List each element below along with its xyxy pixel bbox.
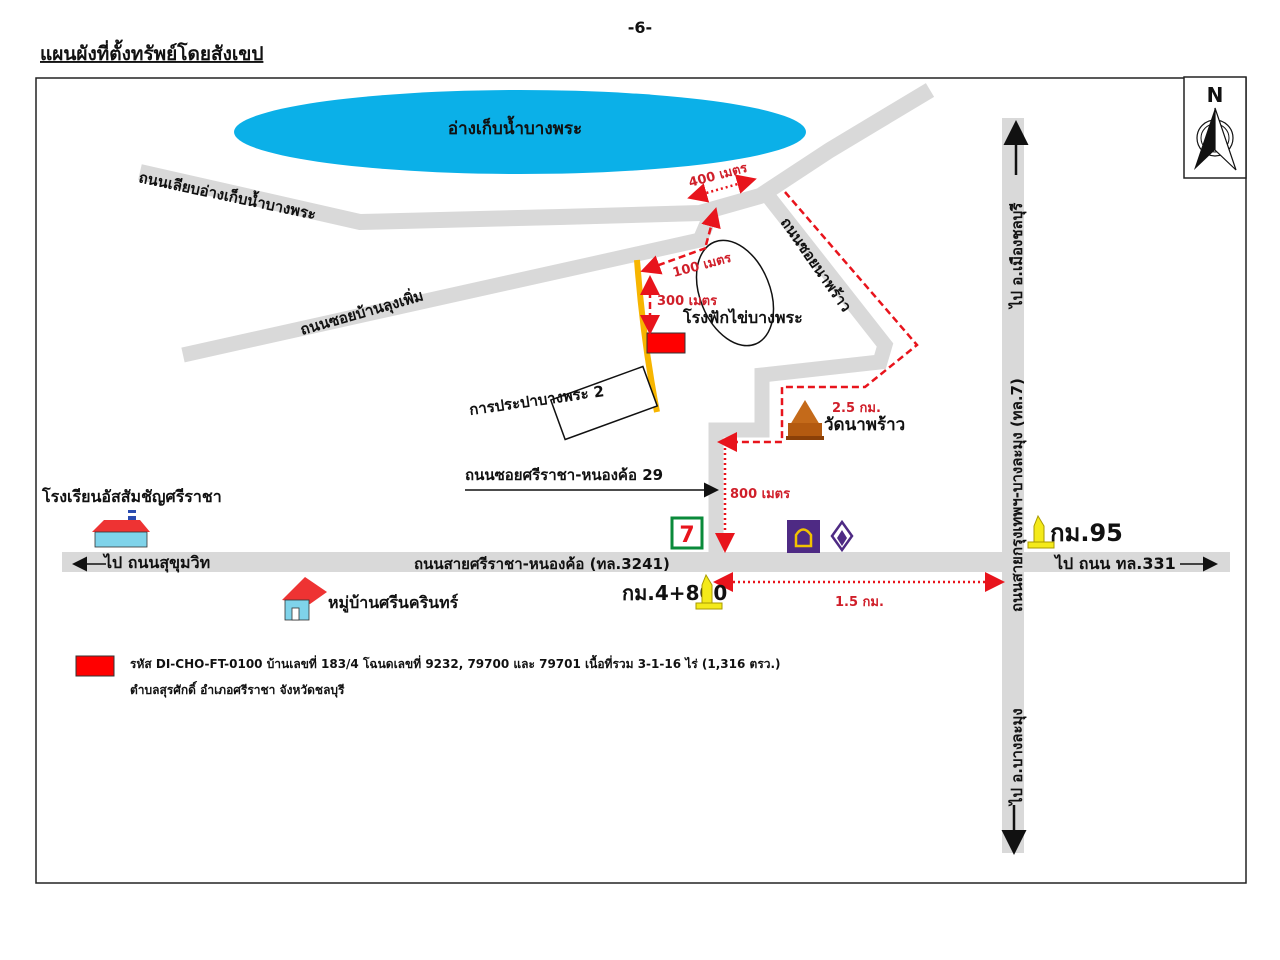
compass: N <box>1183 76 1247 179</box>
highway-7-label: ถนนสายกรุงเทพฯ-บางละมุง (ทล.7) <box>1008 378 1027 612</box>
milestone-icon <box>695 573 723 610</box>
road-na-phrao <box>708 191 894 560</box>
km-95-label: กม.95 <box>1050 519 1123 547</box>
hatchery-label: โรงฟักไข่บางพระ <box>682 307 803 327</box>
dist-300: 300 เมตร <box>657 294 717 309</box>
soi29-label: ถนนซอยศรีราชา-หนองค้อ 29 <box>465 466 663 484</box>
svg-text:N: N <box>1207 83 1224 107</box>
dist-2-5: 2.5 กม. <box>832 401 881 416</box>
route-400 <box>687 174 757 203</box>
north-arrow-icon <box>1194 107 1237 171</box>
map-frame <box>35 77 1247 884</box>
hatchery-outline <box>695 239 775 347</box>
to-sukhumvit-label: ไป ถนนสุขุมวิท <box>102 553 210 573</box>
bank-icon-ktb <box>830 519 854 553</box>
route-100 <box>701 207 721 246</box>
house-icon <box>282 577 327 621</box>
to-banglamung-label: ไป อ.บางละมุง <box>1007 708 1027 807</box>
to-331-label: ไป ถนน ทล.331 <box>1053 554 1176 573</box>
main-road-label: ถนนสายศรีราชา-หนองค้อ (ทล.3241) <box>414 555 670 573</box>
school-icon <box>92 510 150 548</box>
road-lake-side <box>138 83 935 231</box>
seven-eleven-icon: 7 <box>670 516 704 550</box>
lake-label: อ่างเก็บน้ำบางพระ <box>448 115 582 139</box>
route-na-phrao <box>717 191 919 452</box>
school-label: โรงเรียนอัสสัมชัญศรีราชา <box>41 486 222 507</box>
page-number: -6- <box>628 18 652 37</box>
legend-line-2: ตำบลสุรศักดิ์ อำเภอศรีราชา จังหวัดชลบุรี <box>130 681 345 698</box>
svg-text:7: 7 <box>679 523 694 548</box>
temple-icon <box>786 400 824 440</box>
dist-800: 800 เมตร <box>730 487 790 502</box>
dist-400: 400 เมตร <box>687 161 749 191</box>
milestone-icon <box>1027 514 1055 549</box>
village-label: หมู่บ้านศรีนครินทร์ <box>328 593 459 614</box>
legend-swatch <box>75 655 115 677</box>
road-lung-perm <box>181 209 719 363</box>
to-chonburi-label: ไป อ.เมืองชลบุรี <box>1007 202 1027 310</box>
dist-1-5: 1.5 กม. <box>835 595 884 610</box>
dist-100: 100 เมตร <box>671 251 733 281</box>
page-title: แผนผังที่ตั้งทรัพย์โดยสังเขป <box>40 39 263 65</box>
lake <box>234 90 806 174</box>
property-marker <box>646 332 686 354</box>
waterworks-box <box>549 365 659 441</box>
legend-line-1: รหัส DI-CHO-FT-0100 บ้านเลขที่ 183/4 โฉน… <box>130 654 781 671</box>
temple-label: วัดนาพร้าว <box>824 415 905 435</box>
bank-icon-scb <box>787 520 820 553</box>
road-lake-label: ถนนเลียบอ่างเก็บน้ำบางพระ <box>137 165 318 223</box>
